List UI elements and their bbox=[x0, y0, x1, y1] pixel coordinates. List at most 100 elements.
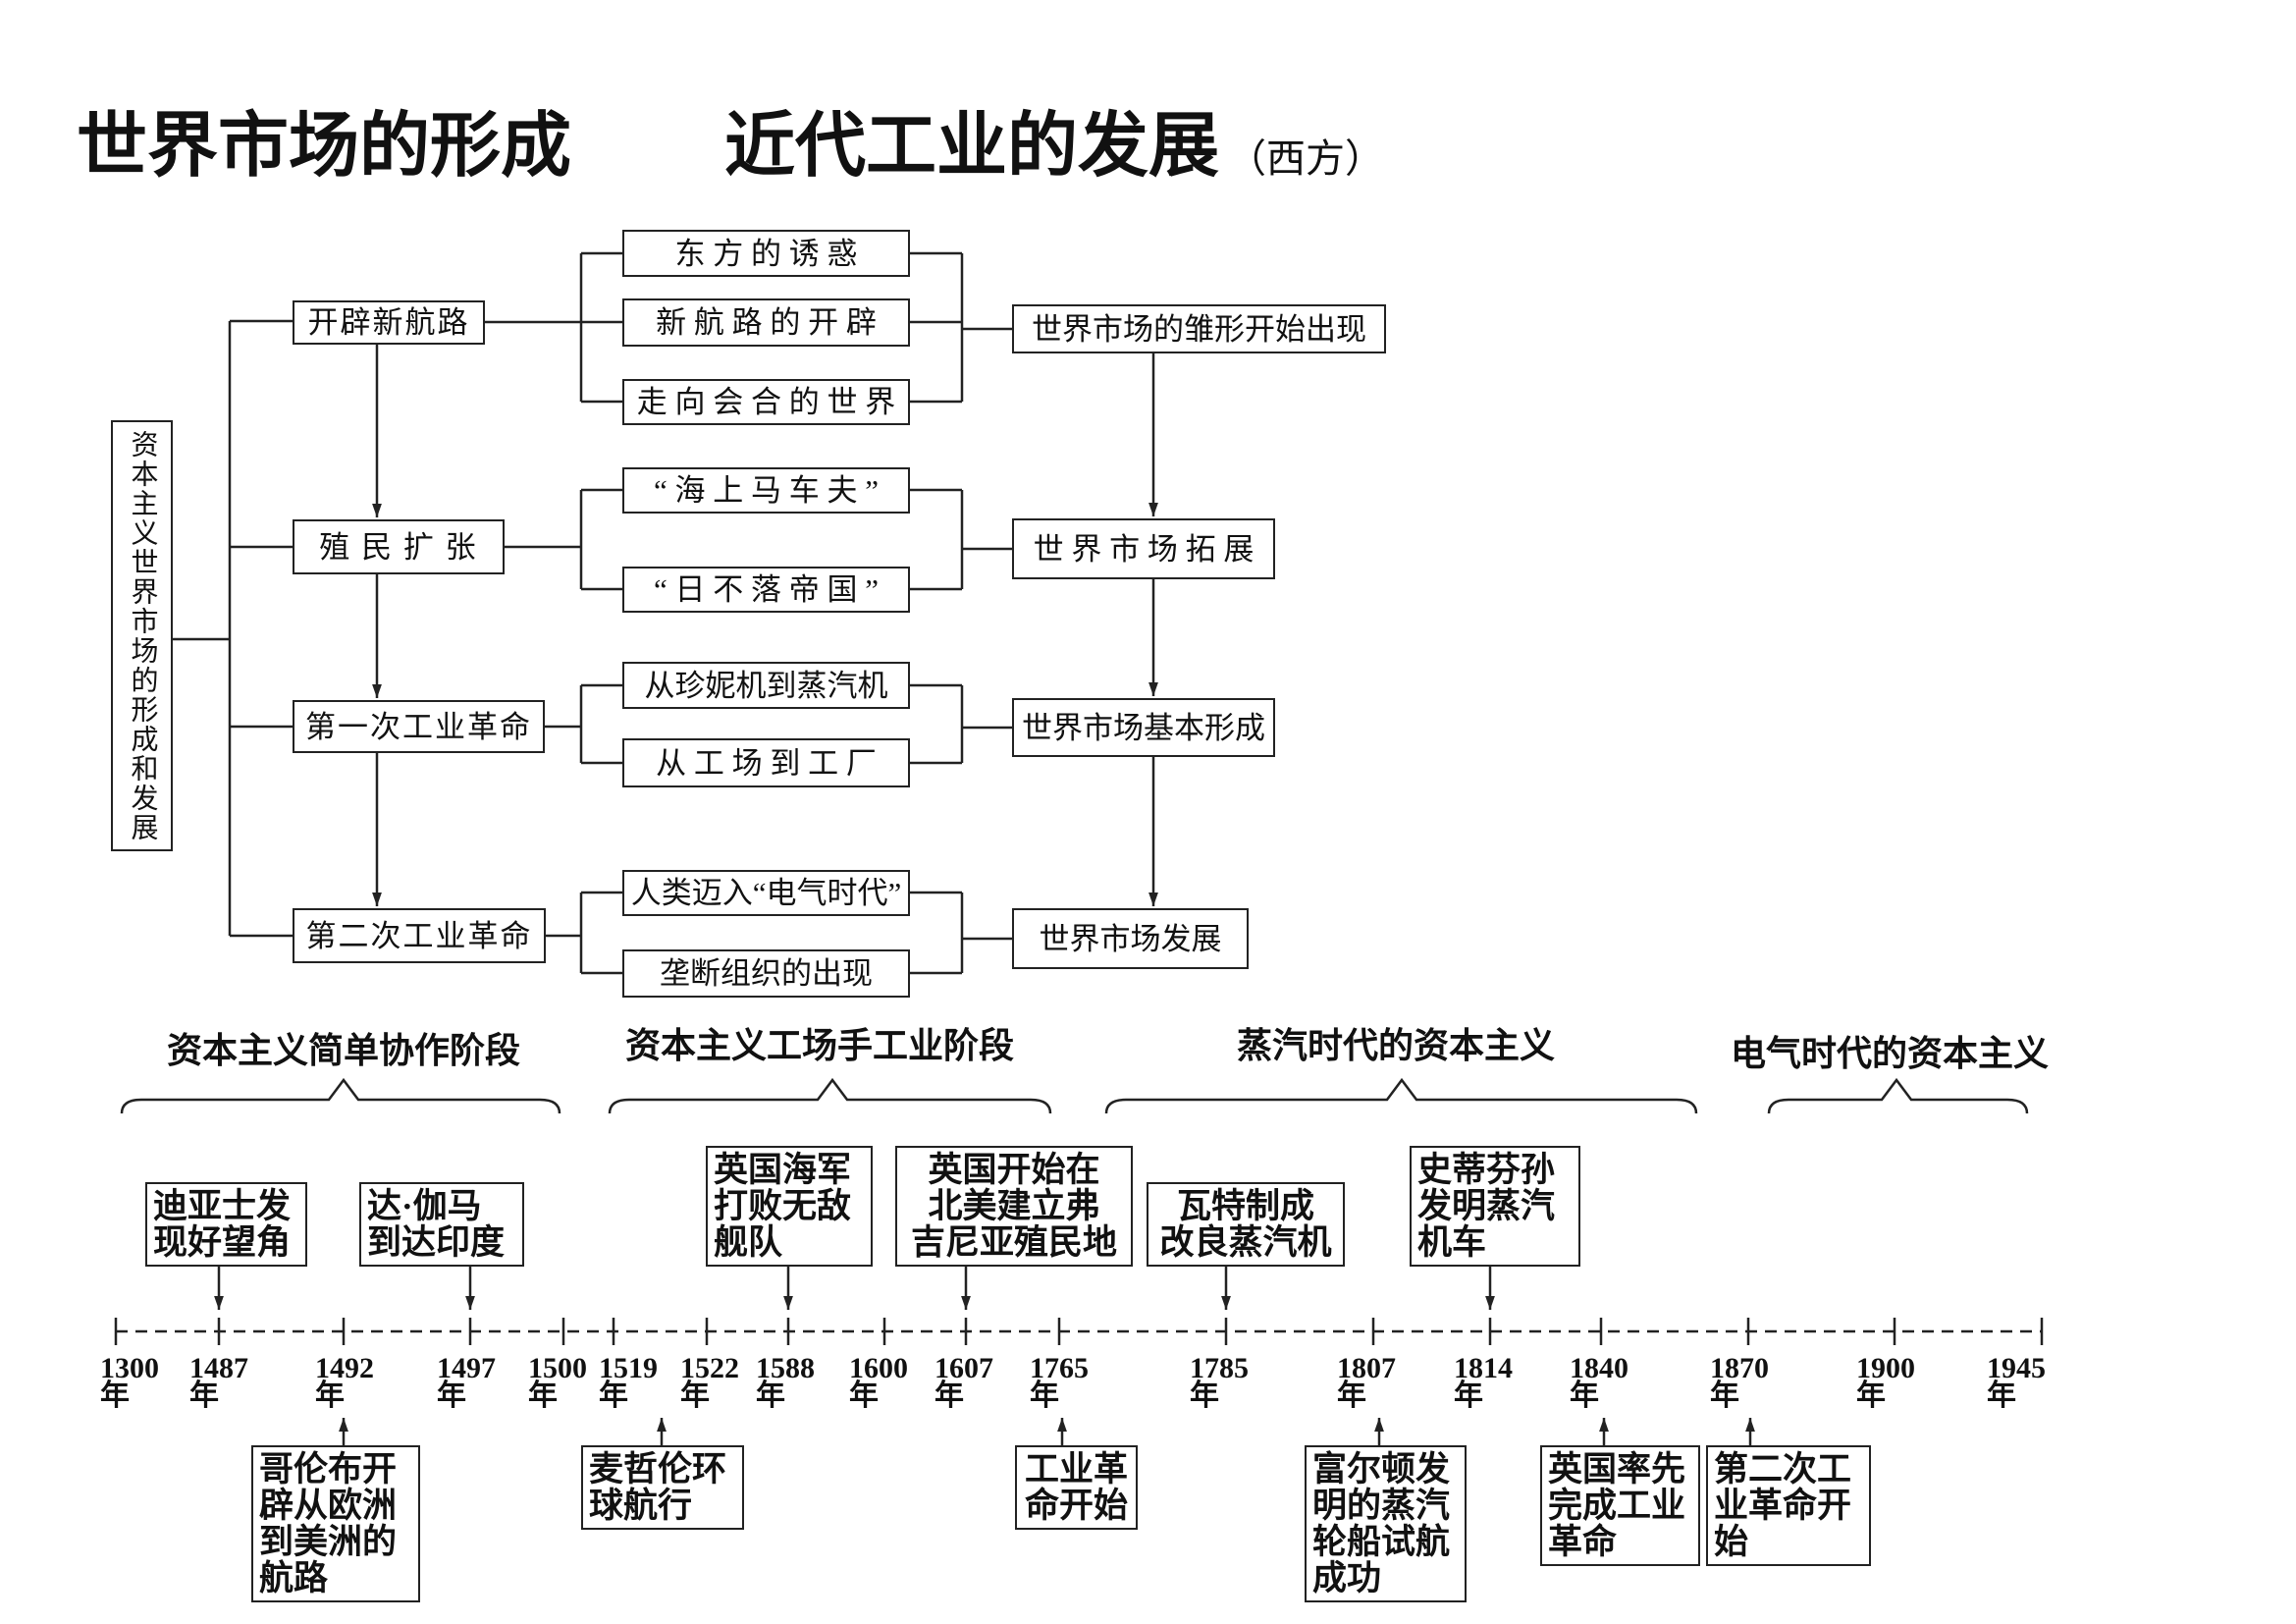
event-box: 工业革 命开始 bbox=[1015, 1445, 1138, 1530]
year-unit: 年 bbox=[1337, 1380, 1366, 1412]
stage-label: 资本主义简单协作阶段 bbox=[166, 1031, 520, 1070]
event-box: 英国海军 打败无敌 舰队 bbox=[706, 1146, 873, 1267]
event-box: 英国率先 完成工业 革命 bbox=[1540, 1445, 1700, 1566]
year-unit: 年 bbox=[680, 1380, 710, 1412]
root-bracket bbox=[173, 319, 293, 938]
event-line: 舰队 bbox=[714, 1223, 783, 1262]
event-line: 到达印度 bbox=[367, 1223, 506, 1262]
branch-bracket-right bbox=[910, 488, 1012, 591]
event-line: 哥伦布开 bbox=[259, 1450, 398, 1489]
event-box: 达·伽马 到达印度 bbox=[359, 1182, 524, 1267]
year-value: 1519 bbox=[599, 1352, 658, 1384]
year-unit: 年 bbox=[100, 1380, 130, 1412]
page-title-suffix: （西方） bbox=[1227, 136, 1384, 181]
event-line: 工业革 bbox=[1024, 1450, 1128, 1489]
event-box: 英国开始在 北美建立弗 吉尼亚殖民地 bbox=[895, 1146, 1133, 1267]
year-value: 1497 bbox=[437, 1352, 496, 1384]
event-line: 航路 bbox=[259, 1559, 329, 1597]
stage-brace bbox=[120, 1077, 561, 1114]
year-value: 1600 bbox=[849, 1352, 908, 1384]
year-unit: 年 bbox=[1856, 1380, 1886, 1412]
year-value: 1807 bbox=[1337, 1352, 1396, 1384]
stage-label: 资本主义工场手工业阶段 bbox=[624, 1026, 1014, 1065]
year-value: 1607 bbox=[934, 1352, 993, 1384]
year-value: 1870 bbox=[1710, 1352, 1769, 1384]
event-line: 成功 bbox=[1312, 1559, 1382, 1597]
event-box: 麦哲伦环 球航行 bbox=[581, 1445, 744, 1530]
event-line: 机车 bbox=[1417, 1223, 1487, 1262]
year-unit: 年 bbox=[1710, 1380, 1739, 1412]
event-line: 迪亚士发 bbox=[153, 1187, 292, 1225]
branch-box: 第一次工业革命 bbox=[293, 700, 545, 753]
branch-item-box: 东 方 的 诱 惑 bbox=[622, 230, 910, 277]
event-box: 富尔顿发 明的蒸汽 轮船试航 成功 bbox=[1305, 1445, 1467, 1602]
branch-bracket-right bbox=[910, 891, 1012, 975]
branch-bracket-right bbox=[910, 251, 1012, 404]
event-line: 辟从欧洲 bbox=[259, 1487, 398, 1525]
branch-item-box: “ 海 上 马 车 夫 ” bbox=[622, 467, 910, 514]
stage-brace bbox=[1104, 1077, 1698, 1114]
event-box: 史蒂芬孙 发明蒸汽 机车 bbox=[1410, 1146, 1580, 1267]
branch-bracket-right bbox=[910, 683, 1012, 765]
year-value: 1487 bbox=[189, 1352, 248, 1384]
branch-box: 开辟新航路 bbox=[293, 300, 485, 345]
year-unit: 年 bbox=[528, 1380, 558, 1412]
event-line: 史蒂芬孙 bbox=[1417, 1151, 1556, 1189]
year-value: 1522 bbox=[680, 1352, 739, 1384]
year-unit: 年 bbox=[934, 1380, 964, 1412]
event-line: 轮船试航 bbox=[1312, 1523, 1451, 1561]
result-box: 世 界 市 场 拓 展 bbox=[1012, 518, 1275, 579]
branch-item-box: 新 航 路 的 开 辟 bbox=[622, 298, 910, 347]
event-line: 英国开始在 bbox=[928, 1151, 1100, 1189]
year-value: 1945 bbox=[1987, 1352, 2046, 1384]
event-line: 英国海军 bbox=[714, 1151, 852, 1189]
stage-brace bbox=[608, 1077, 1052, 1114]
year-value: 1300 bbox=[100, 1352, 159, 1384]
event-box: 哥伦布开 辟从欧洲 到美洲的 航路 bbox=[251, 1445, 420, 1602]
event-line: 革命 bbox=[1548, 1523, 1618, 1561]
page-title-second: 近代工业的发展 bbox=[724, 104, 1220, 187]
event-box: 瓦特制成 改良蒸汽机 bbox=[1147, 1182, 1345, 1267]
event-line: 现好望角 bbox=[153, 1223, 292, 1262]
year-unit: 年 bbox=[1454, 1380, 1483, 1412]
branch-item-box: “ 日 不 落 帝 国 ” bbox=[622, 567, 910, 613]
year-value: 1785 bbox=[1190, 1352, 1249, 1384]
stage-label: 蒸汽时代的资本主义 bbox=[1236, 1026, 1555, 1065]
event-line: 富尔顿发 bbox=[1312, 1450, 1451, 1489]
year-unit: 年 bbox=[437, 1380, 466, 1412]
event-line: 麦哲伦环 bbox=[589, 1450, 727, 1489]
year-unit: 年 bbox=[1030, 1380, 1059, 1412]
branch-bracket-left bbox=[545, 683, 622, 765]
year-value: 1492 bbox=[315, 1352, 374, 1384]
event-line: 明的蒸汽 bbox=[1312, 1487, 1451, 1525]
year-unit: 年 bbox=[189, 1380, 219, 1412]
event-line: 打败无敌 bbox=[714, 1187, 852, 1225]
year-unit: 年 bbox=[1570, 1380, 1599, 1412]
branch-bracket-left bbox=[485, 251, 622, 404]
year-value: 1840 bbox=[1570, 1352, 1629, 1384]
branch-bracket-left bbox=[505, 488, 622, 591]
event-line: 改良蒸汽机 bbox=[1159, 1223, 1332, 1262]
branch-item-box: 垄断组织的出现 bbox=[622, 949, 910, 998]
event-line: 瓦特制成 bbox=[1176, 1187, 1314, 1225]
event-line: 完成工业 bbox=[1548, 1487, 1686, 1525]
event-line: 达·伽马 bbox=[367, 1187, 482, 1225]
year-unit: 年 bbox=[599, 1380, 628, 1412]
year-unit: 年 bbox=[1987, 1380, 2016, 1412]
